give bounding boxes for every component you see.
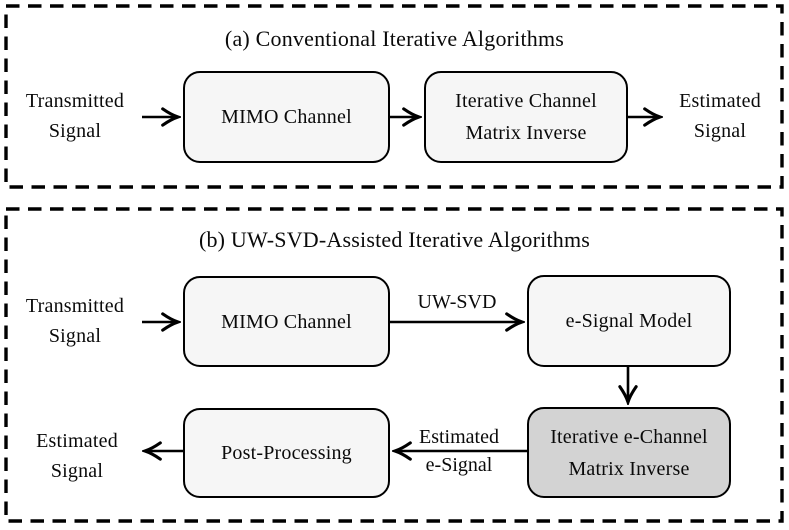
panel-a-mimo-channel-box: MIMO Channel xyxy=(183,71,390,163)
panel-b-esignal-model-label: e-Signal Model xyxy=(565,310,693,332)
panel-a-mimo-channel-label: MIMO Channel xyxy=(221,106,352,128)
panel-b-transmitted-line2: Signal xyxy=(48,325,102,347)
panel-b-post-processing-label: Post-Processing xyxy=(221,442,352,464)
panel-b-transmitted-signal-label: Transmitted Signal xyxy=(14,291,136,351)
panel-b-transmitted-line1: Transmitted xyxy=(25,295,125,317)
uwsvd-arrow-label: UW-SVD xyxy=(417,291,497,313)
panel-a-transmitted-signal-label: Transmitted Signal xyxy=(14,86,136,146)
panel-a-estimated-signal-label: Estimated Signal xyxy=(659,86,781,146)
panel-a-inverse-label-line1: Iterative Channel xyxy=(455,90,597,112)
panel-a-transmitted-line1: Transmitted xyxy=(25,90,125,112)
panel-a-inverse-label-line2: Matrix Inverse xyxy=(465,122,587,144)
panel-a-dashed-border xyxy=(4,4,784,189)
panel-b-estimated-signal-label: Estimated Signal xyxy=(16,426,138,486)
panel-a-iterative-channel-matrix-inverse-box: Iterative Channel Matrix Inverse xyxy=(424,71,628,163)
panel-b-iterative-echannel-matrix-inverse-box: Iterative e-Channel Matrix Inverse xyxy=(527,407,731,498)
estimated-esignal-arrow-label-line2: e-Signal xyxy=(425,454,493,476)
panel-a-estimated-line2: Signal xyxy=(693,120,747,142)
panel-b-estimated-line1: Estimated xyxy=(36,430,118,452)
panel-b-mimo-channel-box: MIMO Channel xyxy=(183,276,390,367)
panel-a-estimated-line1: Estimated xyxy=(679,90,761,112)
panel-b-einverse-label-line1: Iterative e-Channel xyxy=(550,425,708,448)
panel-a-title: (a) Conventional Iterative Algorithms xyxy=(224,26,565,51)
panel-b-mimo-channel-label: MIMO Channel xyxy=(221,310,352,333)
panel-b-estimated-line2: Signal xyxy=(50,460,104,482)
panel-b-title: (b) UW-SVD-Assisted Iterative Algorithms xyxy=(198,227,591,252)
panel-b-dashed-border xyxy=(4,207,784,523)
panel-b-esignal-model-box: e-Signal Model xyxy=(527,275,731,367)
panel-b-einverse-label-line2: Matrix Inverse xyxy=(568,457,690,480)
panel-a-transmitted-line2: Signal xyxy=(48,120,102,142)
panel-b-post-processing-box: Post-Processing xyxy=(183,408,390,498)
estimated-esignal-arrow-label-line1: Estimated xyxy=(419,426,499,448)
